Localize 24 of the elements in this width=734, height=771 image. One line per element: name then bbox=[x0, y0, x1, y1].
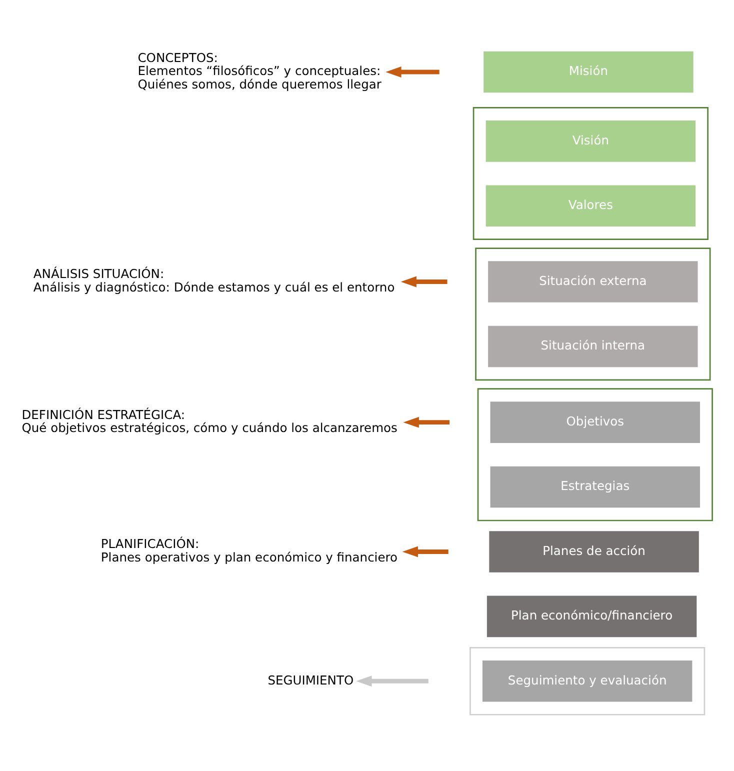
cluster bbox=[477, 388, 713, 522]
node-text: PLANIFICACIÓN: Planes operativos y plan económico y financiero bbox=[100, 537, 398, 565]
arrow bbox=[403, 416, 450, 428]
node-box: Situación externa bbox=[488, 261, 698, 302]
node-box: Planes de acción bbox=[489, 531, 699, 572]
node-box: Situación interna bbox=[488, 326, 698, 368]
node-box: Seguimiento y evaluación bbox=[482, 660, 692, 702]
arrow bbox=[400, 276, 448, 288]
node-box: Estrategias bbox=[490, 466, 700, 508]
node-box: Valores bbox=[486, 185, 696, 227]
arrow bbox=[402, 546, 448, 558]
node-text: ANÁLISIS SITUACIÓN: Análisis y diagnóstico: Dónde estamos y cuál es el entorno bbox=[33, 267, 395, 295]
arrow bbox=[386, 66, 440, 78]
arrow bbox=[356, 676, 428, 687]
cluster bbox=[475, 248, 711, 381]
cluster bbox=[472, 107, 708, 240]
node-text: SEGUIMIENTO bbox=[268, 673, 354, 688]
node-box: Objetivos bbox=[490, 402, 700, 443]
node-box: Visión bbox=[486, 120, 696, 162]
cluster bbox=[470, 647, 706, 716]
node-text: CONCEPTOS: Elementos “filosóficos” y conceptuales: Quiénes somos, dónde queremos llegar bbox=[138, 50, 382, 92]
node-box: Plan económico/financiero bbox=[486, 596, 697, 638]
node-text: DEFINICIÓN ESTRATÉGICA: Qué objetivos estratégicos, cómo y cuándo los alcanzaremos bbox=[22, 408, 398, 436]
node-box: Misión bbox=[484, 51, 694, 93]
